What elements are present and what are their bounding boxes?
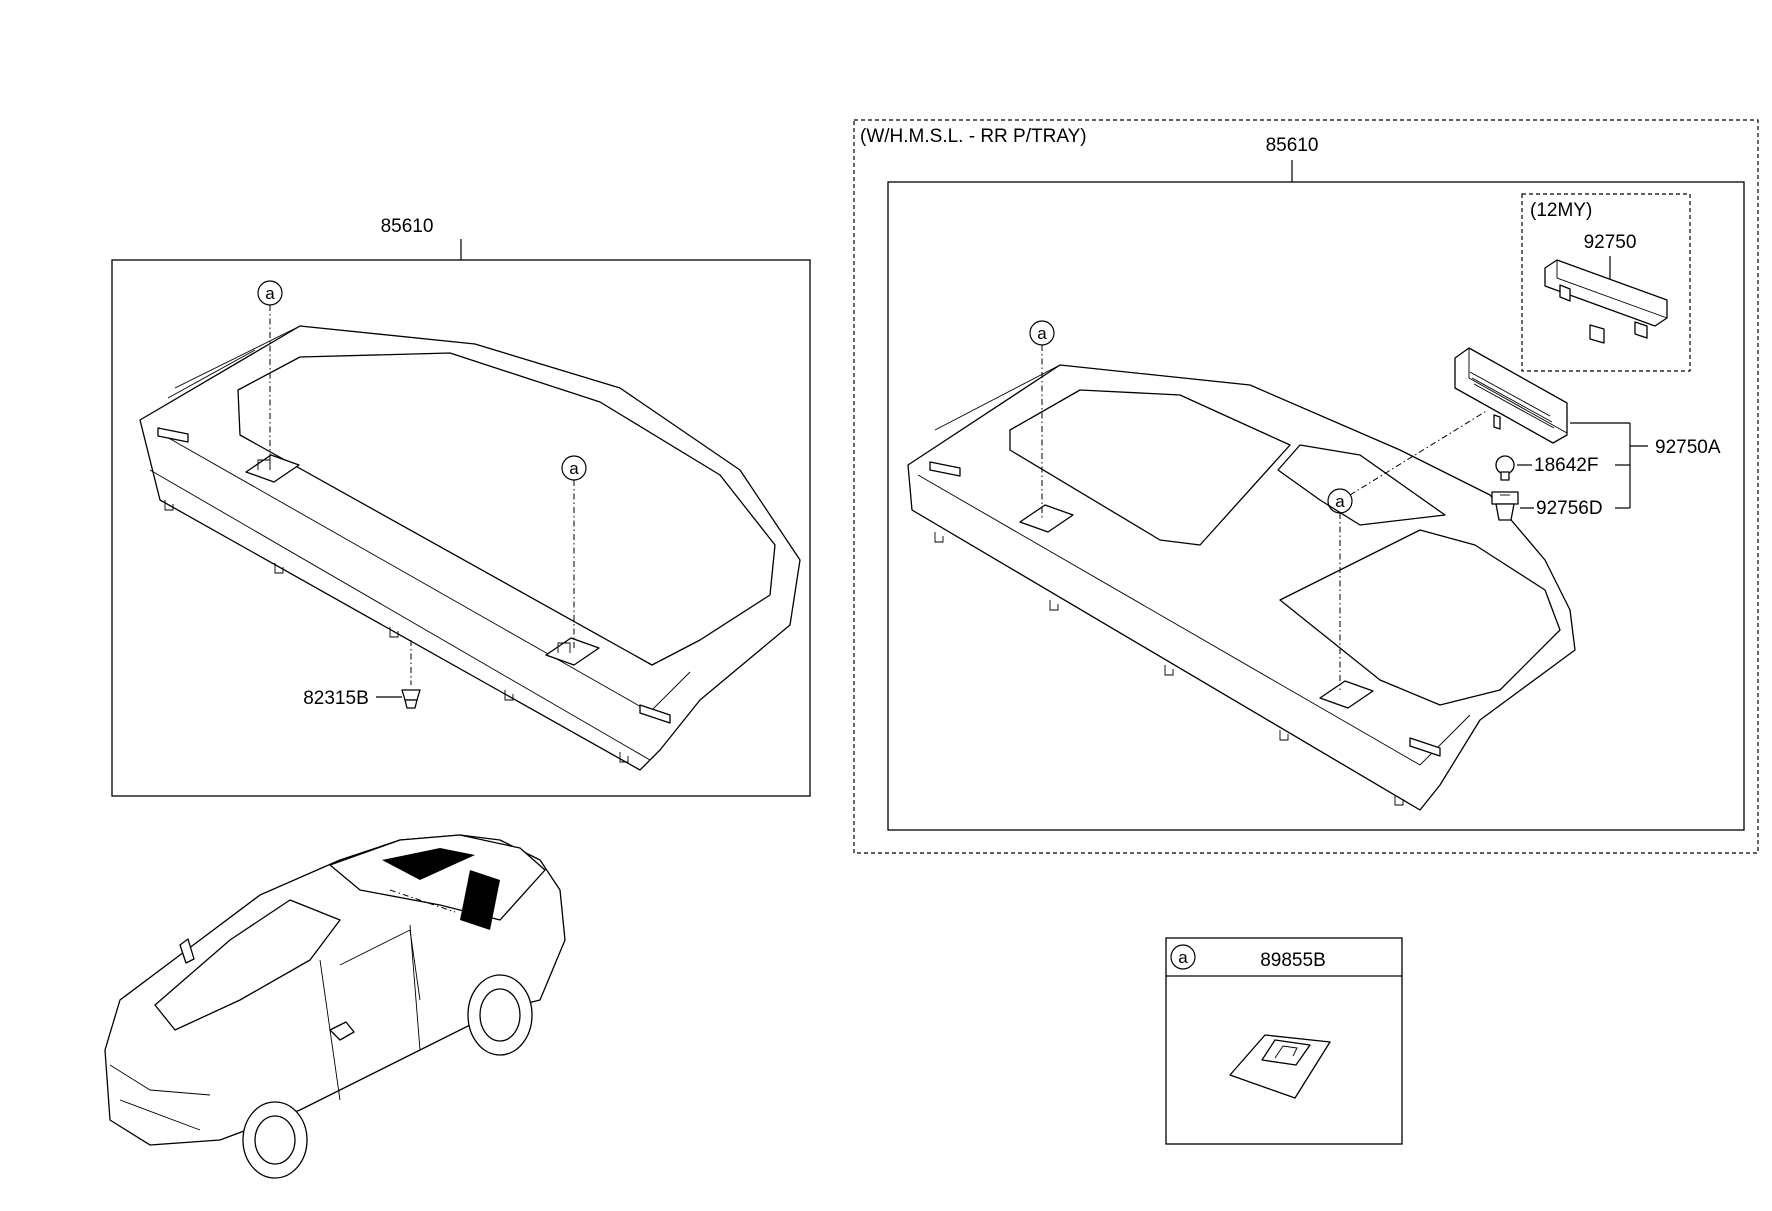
socket-part-label: 92756D — [1536, 498, 1603, 519]
right-tray-window-2 — [1279, 529, 1561, 706]
right-package-tray — [907, 364, 1576, 811]
detail-ref-mark — [1170, 944, 1196, 970]
detail-box: a 89855B — [1165, 937, 1403, 1145]
lamp-assembly-icon — [1454, 347, 1568, 444]
left-part-number-label: 85610 — [381, 216, 434, 237]
cap-plug-icon — [1229, 1034, 1331, 1099]
lamp-assembly-part-label: 92750A — [1655, 437, 1721, 458]
side-mirror — [329, 1021, 355, 1041]
windshield — [154, 899, 341, 1031]
right-pad-1 — [1019, 504, 1074, 533]
right-assembly: (W/H.M.S.L. - RR P/TRAY) 85610 (12MY) 92… — [853, 119, 1759, 854]
hmsl-opening — [1277, 444, 1446, 526]
right-pad-2 — [1319, 680, 1374, 709]
right-assembly-frame — [887, 181, 1745, 831]
left-pad-1 — [245, 454, 300, 483]
svg-text:a: a — [265, 284, 275, 303]
vehicle-locator-illustration — [104, 834, 566, 1179]
variant-dashed-frame — [853, 119, 1759, 854]
model-year-note: (12MY) — [1530, 200, 1592, 221]
package-tray-highlight-2 — [460, 870, 500, 930]
svg-text:a: a — [1178, 948, 1188, 967]
left-assembly: 85610 a — [111, 216, 811, 797]
left-assembly-frame — [111, 259, 811, 797]
detail-part-label: 89855B — [1260, 950, 1326, 971]
fastener-clip-icon — [401, 689, 421, 709]
left-package-tray — [139, 325, 801, 771]
hmsl-part-label: 92750 — [1584, 232, 1637, 253]
right-tray-window-1 — [1009, 389, 1291, 546]
bulb-part-label: 18642F — [1534, 455, 1598, 476]
socket-icon — [1491, 491, 1519, 521]
fastener-part-label: 82315B — [303, 688, 369, 709]
svg-text:a: a — [569, 459, 579, 478]
bulb-icon — [1495, 455, 1515, 481]
variant-note: (W/H.M.S.L. - RR P/TRAY) — [860, 126, 1087, 147]
package-tray-highlight-1 — [382, 848, 475, 880]
svg-text:a: a — [1335, 492, 1345, 511]
hmsl-lamp-icon — [1544, 259, 1668, 344]
model-year-box — [1521, 193, 1691, 372]
right-part-number-label: 85610 — [1266, 135, 1319, 156]
left-pad-2 — [545, 637, 600, 666]
svg-text:a: a — [1037, 324, 1047, 343]
